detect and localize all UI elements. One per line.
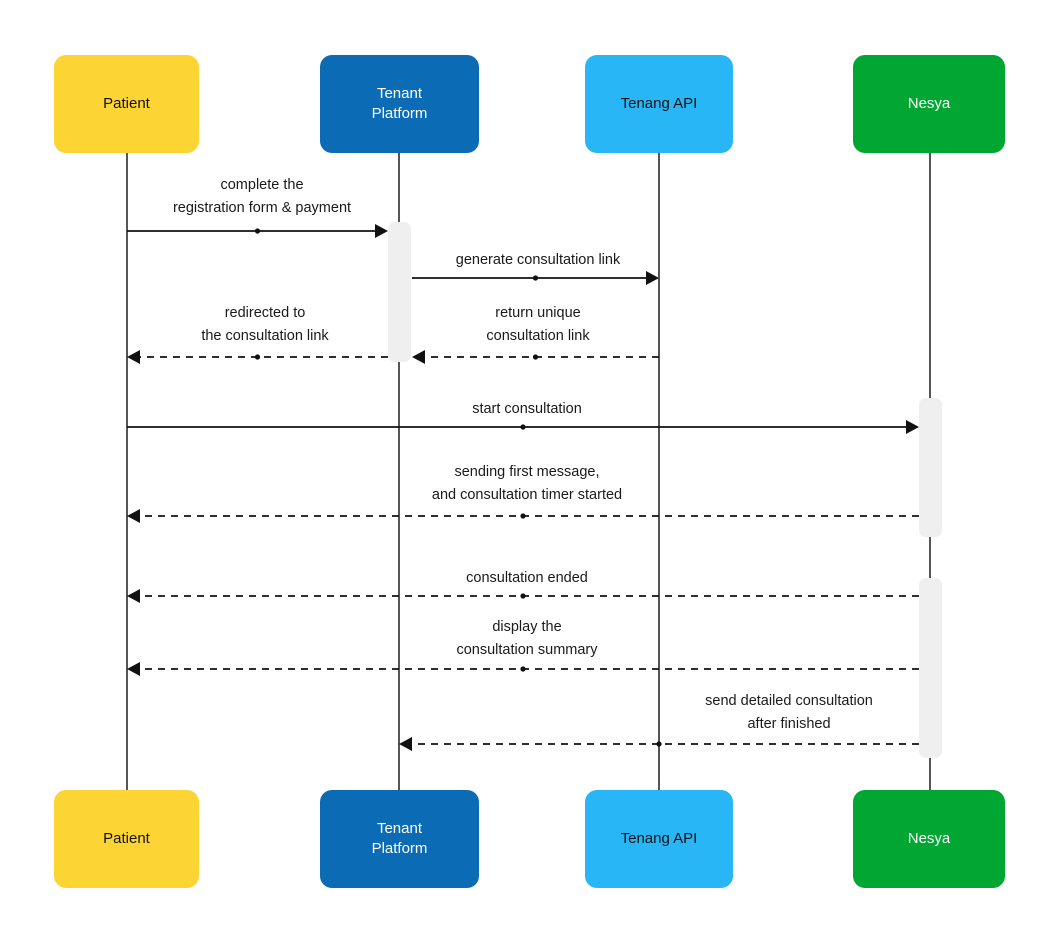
actor-label-tenant-platform-line-1: Tenant	[377, 85, 423, 102]
msg-sending-first-message-arrowhead	[127, 509, 140, 523]
actor-label-nesya-line-1: Nesya	[908, 95, 951, 112]
activation-nesya-1	[919, 398, 942, 537]
activations-group	[388, 222, 942, 758]
actor-label-tenang-api-line-1: Tenang API	[621, 95, 698, 112]
actor-box-rect-tenant-platform[interactable]	[320, 55, 479, 153]
actor-label-tenant-platform-line-2: Platform	[372, 105, 428, 122]
actor-label-tenang-api-line-1: Tenang API	[621, 830, 698, 847]
actor-label-tenant-platform-line-2: Platform	[372, 840, 428, 857]
actor-box-bottom-tenang-api[interactable]: Tenang API	[585, 790, 733, 888]
message-redirected-to-link: redirected to the consultation link	[127, 305, 388, 364]
msg-display-summary-arrowhead	[127, 662, 140, 676]
actor-label-tenant-platform-line-1: Tenant	[377, 820, 423, 837]
msg-send-detailed-consultation-arrowhead	[399, 737, 412, 751]
msg-send-detailed-consultation-label-line-2: after finished	[747, 716, 830, 732]
msg-display-summary-label-line-2: consultation summary	[456, 642, 598, 658]
msg-sending-first-message-label-line-2: and consultation timer started	[432, 487, 622, 503]
actor-box-bottom-nesya[interactable]: Nesya	[853, 790, 1005, 888]
msg-generate-link-arrowhead	[646, 271, 659, 285]
actor-box-rect-tenant-platform[interactable]	[320, 790, 479, 888]
actor-box-rect-patient[interactable]	[54, 55, 199, 153]
message-return-unique-link: return unique consultation link	[412, 305, 659, 364]
actor-box-top-patient[interactable]: Patient	[54, 55, 199, 153]
message-start-consultation: start consultation	[127, 401, 919, 434]
actor-boxes-group: PatientPatientTenantPlatformTenantPlatfo…	[54, 55, 1005, 888]
msg-start-consultation-arrowhead	[906, 420, 919, 434]
actor-label-patient-line-1: Patient	[103, 830, 151, 847]
actor-box-rect-patient[interactable]	[54, 790, 199, 888]
message-send-detailed-consultation: send detailed consultation after finished	[399, 693, 919, 751]
msg-return-unique-link-label-line-2: consultation link	[486, 328, 590, 344]
messages-group: complete the registration form & payment g…	[127, 177, 919, 751]
msg-redirected-to-link-arrowhead	[127, 350, 140, 364]
message-sending-first-message: sending first message, and consultation t…	[127, 464, 919, 523]
msg-return-unique-link-midpoint-dot	[532, 354, 539, 360]
actor-box-top-tenang-api[interactable]: Tenang API	[585, 55, 733, 153]
actor-label-patient-line-1: Patient	[103, 95, 151, 112]
msg-display-summary-midpoint-dot	[520, 666, 526, 672]
msg-consultation-ended-label-line-1: consultation ended	[466, 570, 588, 586]
actor-box-rect-tenang-api[interactable]	[585, 55, 733, 153]
msg-return-unique-link-arrowhead	[412, 350, 425, 364]
msg-generate-link-midpoint-dot	[532, 275, 539, 281]
activation-tenant-platform-1	[388, 222, 411, 362]
msg-sending-first-message-label-line-1: sending first message,	[454, 464, 599, 480]
msg-complete-registration-arrowhead	[375, 224, 388, 238]
msg-send-detailed-consultation-label-line-1: send detailed consultation	[705, 693, 873, 709]
msg-complete-registration-label-line-2: registration form & payment	[173, 200, 351, 216]
actor-box-top-nesya[interactable]: Nesya	[853, 55, 1005, 153]
actor-box-rect-nesya[interactable]	[853, 790, 1005, 888]
msg-redirected-to-link-label-line-1: redirected to	[225, 305, 306, 321]
actor-box-rect-tenang-api[interactable]	[585, 790, 733, 888]
message-display-summary: display the consultation summary	[127, 619, 919, 676]
message-consultation-ended: consultation ended	[127, 570, 919, 603]
msg-start-consultation-midpoint-dot	[520, 424, 526, 430]
msg-start-consultation-label-line-1: start consultation	[472, 401, 582, 417]
actor-box-rect-nesya[interactable]	[853, 55, 1005, 153]
message-complete-registration: complete the registration form & payment	[127, 177, 388, 238]
msg-generate-link-label-line-1: generate consultation link	[456, 252, 621, 268]
msg-return-unique-link-label-line-1: return unique	[495, 305, 580, 321]
msg-complete-registration-label-line-1: complete the	[220, 177, 303, 193]
message-generate-link: generate consultation link	[412, 252, 659, 285]
activation-nesya-2	[919, 578, 942, 758]
actor-label-nesya-line-1: Nesya	[908, 830, 951, 847]
msg-display-summary-label-line-1: display the	[492, 619, 561, 635]
actor-box-bottom-patient[interactable]: Patient	[54, 790, 199, 888]
msg-consultation-ended-midpoint-dot	[520, 593, 526, 599]
msg-sending-first-message-midpoint-dot	[520, 513, 526, 519]
msg-complete-registration-midpoint-dot	[254, 228, 261, 234]
msg-send-detailed-consultation-midpoint-dot	[656, 741, 662, 747]
msg-consultation-ended-arrowhead	[127, 589, 140, 603]
msg-redirected-to-link-label-line-2: the consultation link	[201, 328, 329, 344]
msg-redirected-to-link-midpoint-dot	[254, 354, 261, 360]
